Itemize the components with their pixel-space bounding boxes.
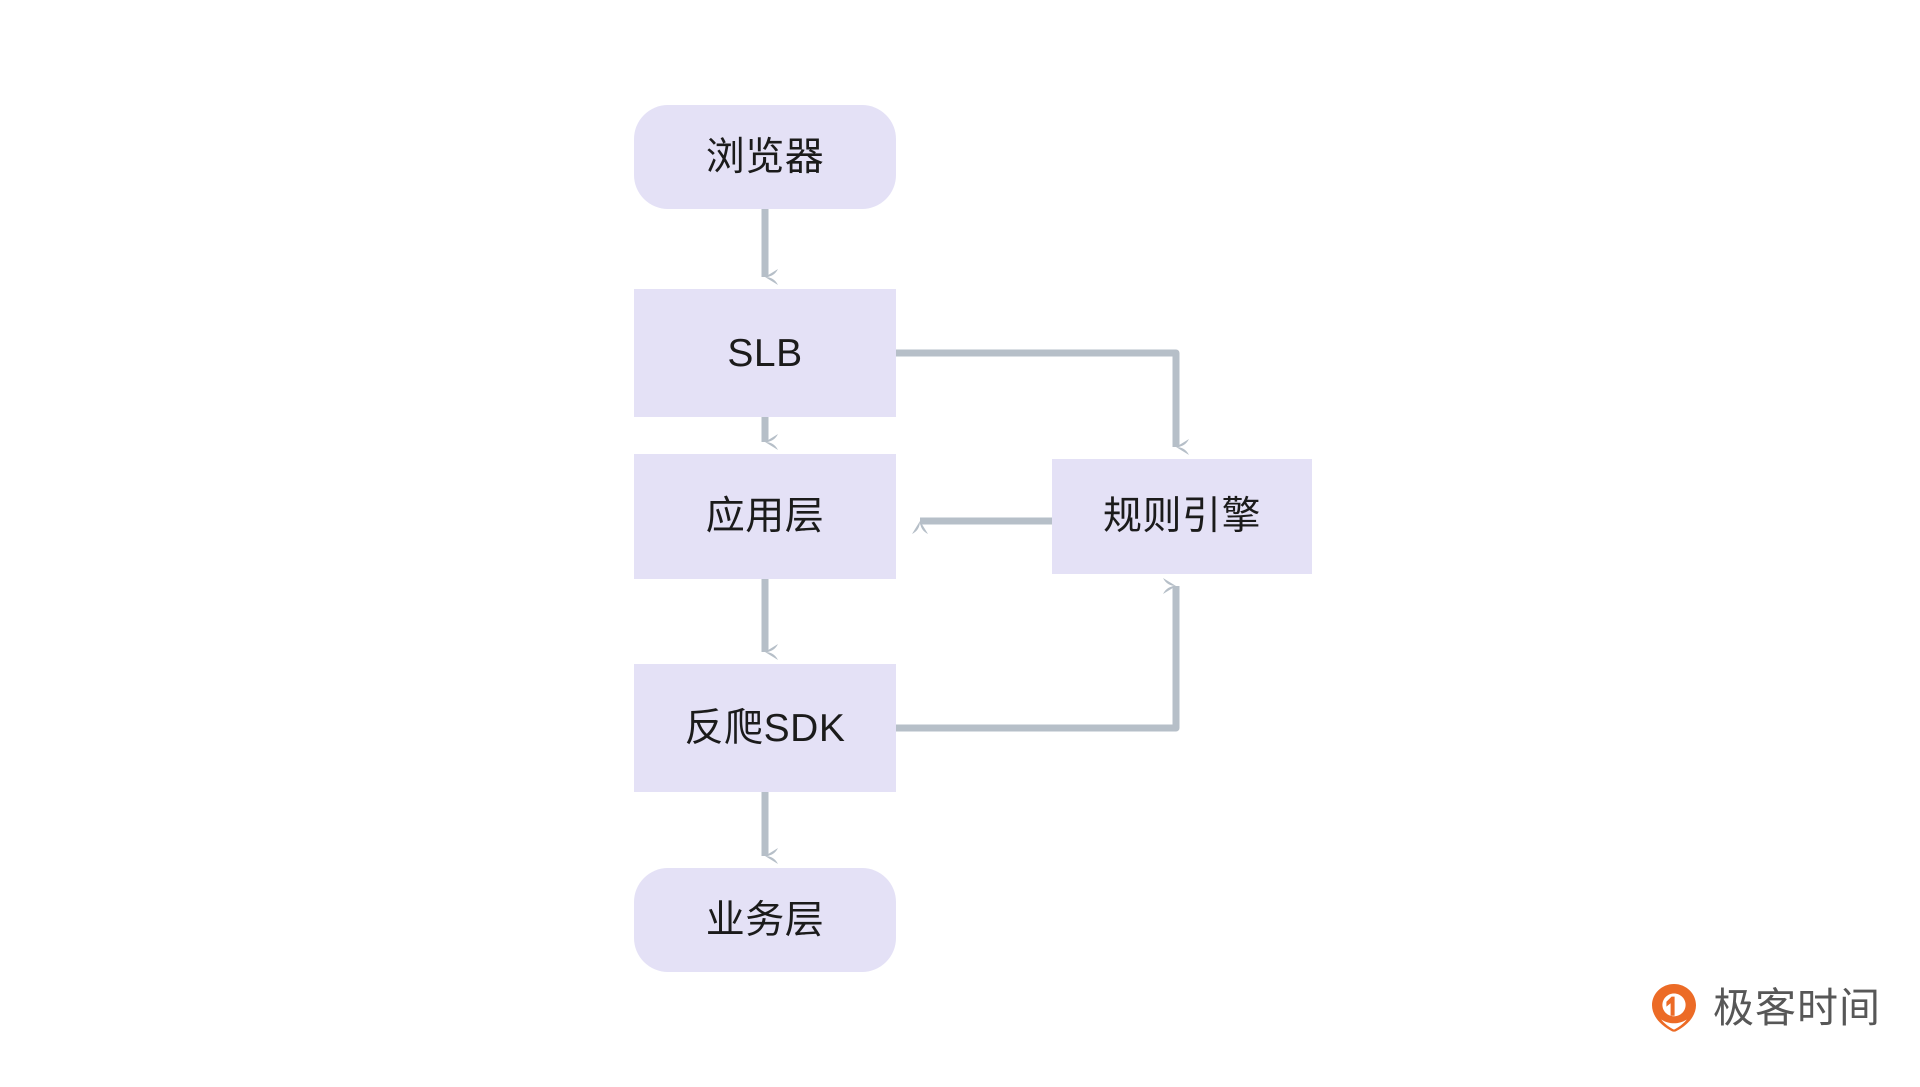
node-business-layer-label: 业务层	[705, 898, 825, 942]
watermark: 极客时间	[1648, 982, 1881, 1034]
node-application-layer[interactable]: 应用层	[634, 454, 896, 579]
node-rule-engine[interactable]: 规则引擎	[1052, 459, 1312, 574]
node-application-layer-label: 应用层	[705, 495, 825, 538]
node-slb-label: SLB	[727, 331, 803, 375]
node-slb[interactable]: SLB	[634, 289, 896, 417]
node-rule-engine-label: 规则引擎	[1102, 495, 1261, 538]
watermark-brand-text: 极客时间	[1713, 984, 1881, 1031]
node-browser[interactable]: 浏览器	[634, 105, 896, 209]
node-business-layer[interactable]: 业务层	[634, 868, 896, 972]
edge-sdk-to-rule	[896, 578, 1180, 732]
node-anti-crawler-sdk-label: 反爬SDK	[684, 706, 846, 750]
edge-slb-to-rule	[896, 349, 1189, 455]
node-browser-label: 浏览器	[705, 135, 825, 179]
geektime-pin-logo-icon	[1652, 984, 1696, 1032]
node-anti-crawler-sdk[interactable]: 反爬SDK	[634, 664, 896, 792]
